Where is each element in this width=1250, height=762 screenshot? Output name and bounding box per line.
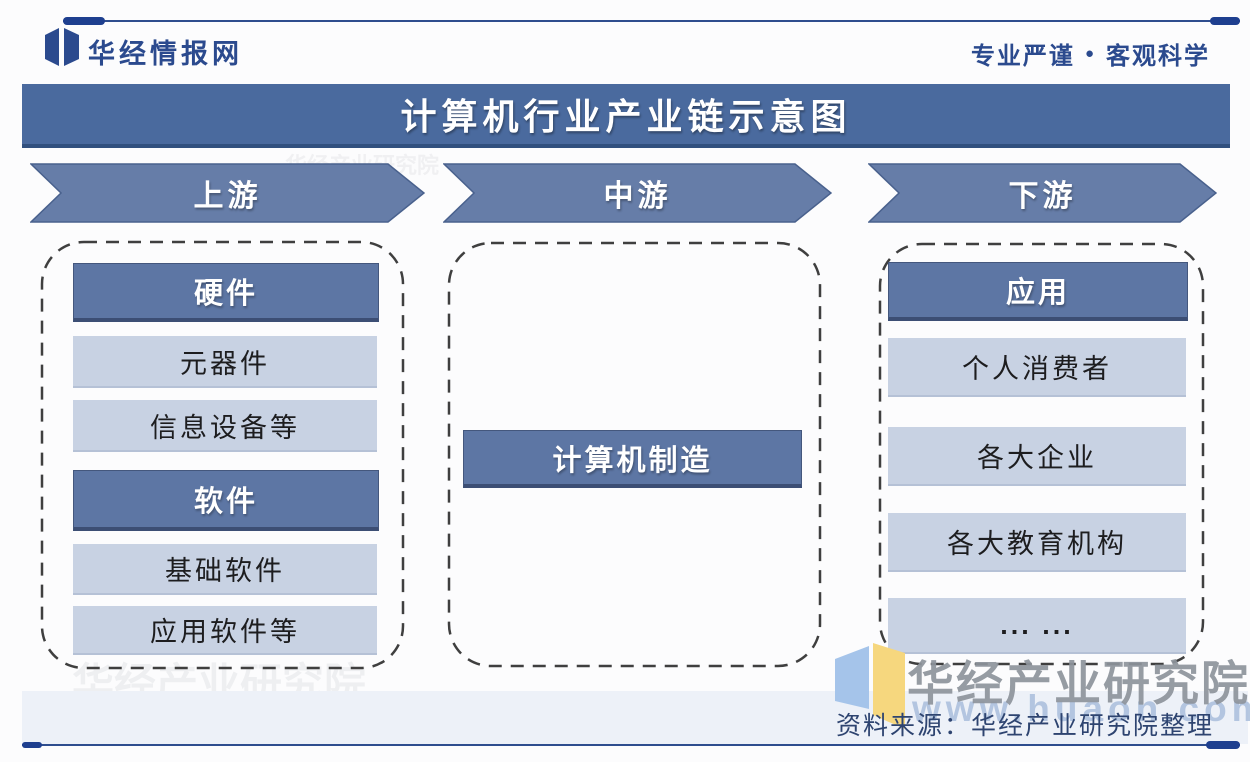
slogan-left: 专业严谨 bbox=[970, 43, 1075, 70]
bottom-rule-right-cap bbox=[1206, 741, 1240, 749]
downstream-header-application: 应用 bbox=[888, 262, 1188, 321]
upstream-item-components: 元器件 bbox=[73, 336, 377, 388]
stage-label-midstream: 中游 bbox=[603, 180, 672, 213]
stage-label-downstream: 下游 bbox=[1008, 180, 1077, 213]
header-slogan: 专业严谨 ● 客观科学 bbox=[971, 36, 1210, 71]
bottom-rule-left-cap bbox=[22, 742, 42, 748]
stage-arrow-upstream: 上游 bbox=[30, 163, 425, 223]
downstream-item-ellipsis: ... ... bbox=[888, 598, 1186, 654]
upstream-header-hardware: 硬件 bbox=[73, 263, 379, 322]
arrow-banner-icon bbox=[443, 163, 832, 223]
stage-arrow-midstream: 中游 bbox=[443, 163, 832, 223]
arrow-banner-icon bbox=[868, 163, 1217, 223]
slogan-right: 客观科学 bbox=[1106, 43, 1210, 70]
arrow-banner-icon bbox=[30, 163, 425, 223]
top-rule-left-cap bbox=[63, 17, 105, 25]
watermark-brand: 华经产业研究院 bbox=[907, 657, 1250, 710]
top-rule-right-cap bbox=[1210, 17, 1240, 25]
upstream-item-info-equipment: 信息设备等 bbox=[73, 400, 377, 452]
page-title: 计算机行业产业链示意图 bbox=[400, 96, 852, 137]
downstream-item-consumers: 个人消费者 bbox=[888, 338, 1186, 397]
downstream-item-enterprises: 各大企业 bbox=[888, 427, 1186, 486]
top-rule bbox=[63, 20, 1240, 22]
downstream-item-education: 各大教育机构 bbox=[888, 513, 1186, 572]
stage-label-upstream: 上游 bbox=[193, 180, 262, 213]
upstream-item-app-software: 应用软件等 bbox=[73, 606, 377, 655]
upstream-item-basic-software: 基础软件 bbox=[73, 544, 377, 595]
midstream-computer-manufacturing: 计算机制造 bbox=[463, 430, 802, 488]
source-line: 资料来源：华经产业研究院整理 bbox=[835, 712, 1214, 740]
bottom-rule bbox=[22, 744, 1240, 746]
upstream-header-software: 软件 bbox=[73, 470, 379, 531]
brand-name: 华经情报网 bbox=[88, 39, 243, 69]
huaon-logo-icon bbox=[835, 643, 905, 729]
stage-arrow-downstream: 下游 bbox=[868, 163, 1217, 223]
footer-band bbox=[22, 691, 1248, 744]
title-bar: 计算机行业产业链示意图 bbox=[22, 84, 1230, 148]
huajing-logo-icon bbox=[45, 28, 79, 66]
watermark-url: www.huaon.com bbox=[912, 688, 1250, 729]
slogan-separator-dot: ● bbox=[1084, 44, 1096, 62]
